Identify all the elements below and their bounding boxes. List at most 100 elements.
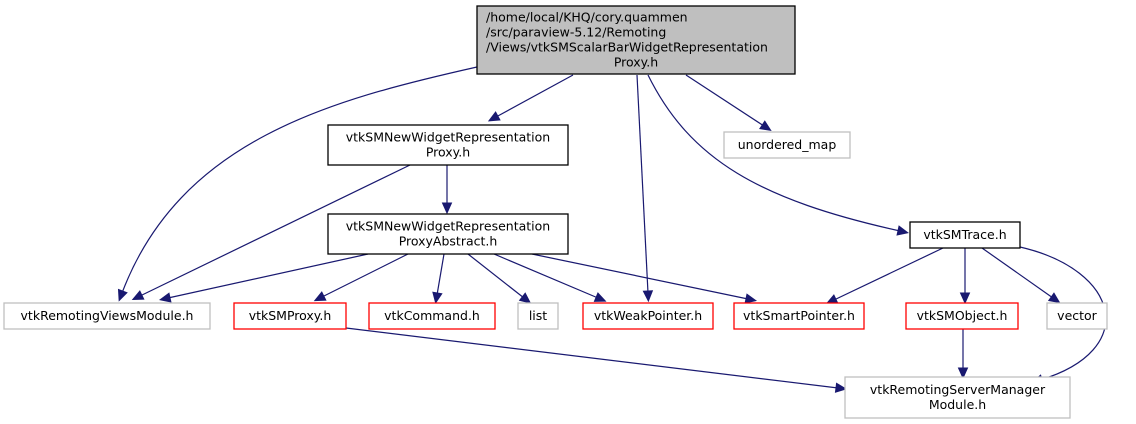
node-label-line: /src/paraview-5.12/Remoting: [486, 25, 666, 40]
edge-abstract-to-smartpointer: [531, 253, 758, 304]
node-box: [368, 302, 496, 330]
arrowhead-icon: [896, 225, 909, 236]
node-label-line: vtkRemotingViewsModule.h: [21, 308, 194, 323]
node-box: [327, 213, 569, 255]
edge-newwidget-to-abstract: [441, 165, 453, 215]
edge-line: [436, 253, 445, 296]
arrowhead-icon: [593, 292, 607, 302]
node-label-line: vtkSmartPointer.h: [743, 308, 855, 323]
node-box: [723, 131, 851, 159]
edge-newwidget-to-viewsmodule: [131, 164, 411, 301]
edge-root-to-newwidget: [487, 74, 574, 122]
edge-trace-to-vector: [981, 247, 1061, 304]
arrowhead-icon: [834, 382, 848, 393]
edge-line: [647, 74, 901, 232]
edge-line: [685, 74, 765, 127]
node-box: [476, 5, 796, 75]
edge-line: [531, 253, 749, 300]
node-box: [1046, 302, 1108, 330]
node-label-line: vector: [1057, 308, 1098, 323]
edge-line: [493, 253, 599, 299]
node-label-line: /home/local/KHQ/cory.quammen: [486, 10, 688, 25]
arrowhead-icon: [759, 120, 772, 132]
node-label-line: vtkCommand.h: [384, 308, 480, 323]
node-viewsmodule[interactable]: vtkRemotingViewsModule.h: [3, 302, 211, 330]
arrowhead-icon: [957, 367, 969, 380]
arrowhead-icon: [518, 292, 532, 304]
edge-line: [467, 253, 525, 299]
node-label-line: vtkSMTrace.h: [923, 227, 1006, 242]
node-box: [905, 302, 1019, 330]
edge-abstract-to-weakpointer: [493, 253, 607, 302]
arrowhead-icon: [642, 290, 654, 303]
arrowhead-icon: [117, 288, 128, 302]
arrowhead-icon: [158, 292, 172, 303]
node-box: [517, 302, 559, 330]
edge-root-to-weakpointer: [636, 74, 654, 303]
node-box: [582, 302, 714, 330]
node-abstract[interactable]: vtkSMNewWidgetRepresentationProxyAbstrac…: [327, 213, 569, 255]
node-label-line: ProxyAbstract.h: [399, 234, 498, 249]
node-label-line: vtkSMNewWidgetRepresentation: [346, 219, 550, 234]
node-smartpointer[interactable]: vtkSmartPointer.h: [733, 302, 865, 330]
node-weakpointer[interactable]: vtkWeakPointer.h: [582, 302, 714, 330]
node-vector[interactable]: vector: [1046, 302, 1108, 330]
arrowhead-icon: [959, 292, 971, 305]
edge-abstract-to-list: [467, 253, 532, 304]
edge-trace-to-smartpointer: [825, 247, 944, 304]
edge-line: [495, 74, 574, 118]
node-box: [3, 302, 211, 330]
node-box: [909, 221, 1021, 249]
node-smobject[interactable]: vtkSMObject.h: [905, 302, 1019, 330]
edge-root-to-unordered_map: [685, 74, 772, 132]
node-label-line: /Views/vtkSMScalarBarWidgetRepresentatio…: [486, 40, 768, 55]
edge-abstract-to-viewsmodule: [158, 253, 369, 303]
node-label-line: Module.h: [929, 397, 986, 412]
edge-line: [981, 247, 1054, 299]
node-box: [233, 302, 347, 330]
node-list[interactable]: list: [517, 302, 559, 330]
edge-line: [321, 253, 409, 298]
node-label-line: vtkSMNewWidgetRepresentation: [346, 130, 550, 145]
edge-trace-to-smobject: [959, 248, 971, 305]
node-label-line: vtkSMObject.h: [917, 308, 1008, 323]
node-unordered_map[interactable]: unordered_map: [723, 131, 851, 159]
edge-abstract-to-command: [432, 253, 445, 305]
node-label-line: Proxy.h: [426, 145, 470, 160]
arrowhead-icon: [131, 290, 145, 301]
node-label-line: unordered_map: [738, 137, 837, 152]
node-label-line: vtkRemotingServerManager: [870, 382, 1046, 397]
edge-line: [167, 253, 369, 299]
arrowhead-icon: [487, 111, 501, 122]
arrowhead-icon: [825, 294, 839, 304]
node-label-line: list: [529, 308, 547, 323]
arrowhead-icon: [744, 293, 758, 304]
edge-line: [345, 327, 839, 389]
edge-line: [833, 247, 944, 301]
node-label-line: Proxy.h: [614, 55, 658, 70]
edge-root-to-trace: [647, 74, 909, 236]
edge-smproxy-to-servermanager: [345, 327, 848, 393]
edge-line: [121, 66, 478, 294]
node-box: [844, 376, 1071, 419]
edge-root-to-viewsmodule: [117, 66, 478, 302]
arrowhead-icon: [1047, 292, 1061, 304]
node-label-line: vtkWeakPointer.h: [594, 308, 702, 323]
node-command[interactable]: vtkCommand.h: [368, 302, 496, 330]
node-box: [733, 302, 865, 330]
edge-smobject-to-servermanager: [957, 329, 969, 380]
node-root: /home/local/KHQ/cory.quammen/src/paravie…: [476, 5, 796, 75]
nodes-layer: /home/local/KHQ/cory.quammen/src/paravie…: [3, 5, 1108, 419]
edge-line: [636, 74, 649, 294]
edge-abstract-to-smproxy: [313, 253, 409, 302]
node-trace[interactable]: vtkSMTrace.h: [909, 221, 1021, 249]
arrowhead-icon: [313, 291, 327, 302]
node-smproxy[interactable]: vtkSMProxy.h: [233, 302, 347, 330]
node-box: [327, 124, 569, 166]
arrowhead-icon: [441, 202, 453, 215]
node-label-line: vtkSMProxy.h: [249, 308, 332, 323]
edge-line: [139, 164, 411, 297]
